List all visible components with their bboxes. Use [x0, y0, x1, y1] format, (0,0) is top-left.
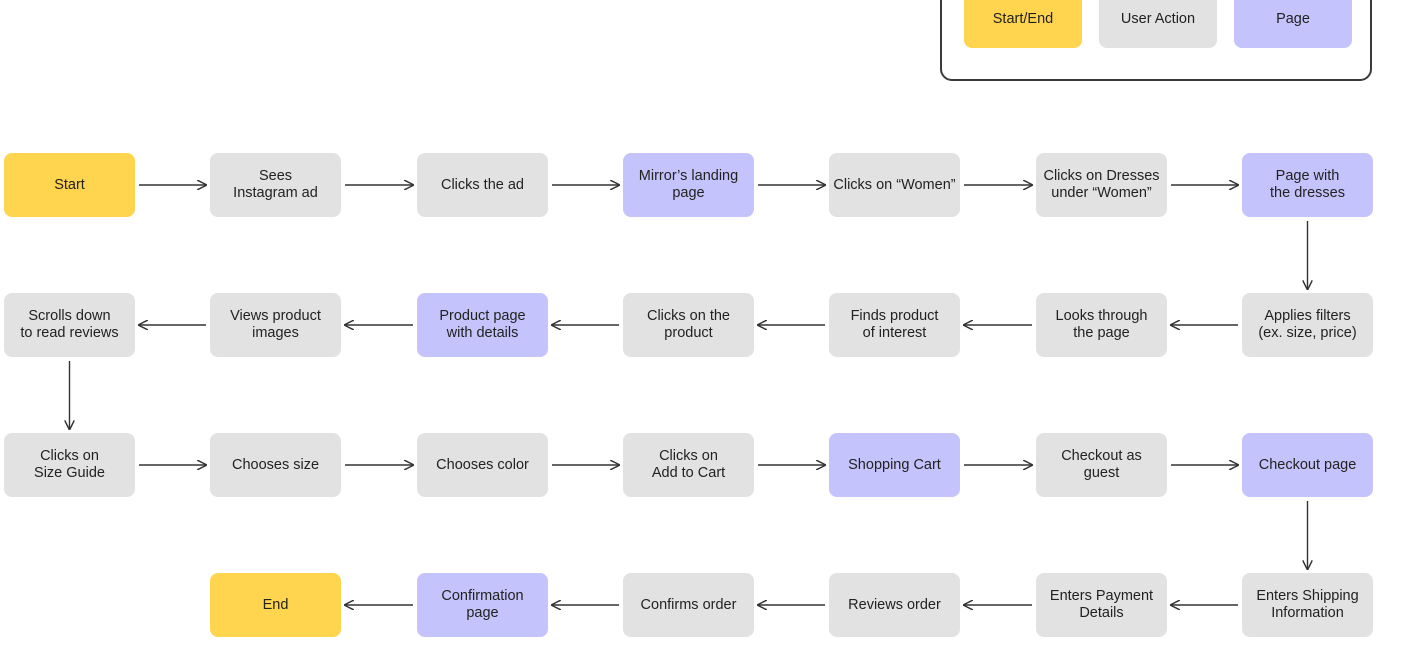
legend-page: Page [1234, 0, 1352, 48]
node-sees-instagram-ad: Sees Instagram ad [210, 153, 341, 217]
node-applies-filters-ex-size-price: Applies filters (ex. size, price) [1242, 293, 1373, 357]
node-start: Start [4, 153, 135, 217]
legend: Start/End User Action Page [940, 0, 1372, 81]
node-clicks-on-add-to-cart: Clicks on Add to Cart [623, 433, 754, 497]
node-chooses-size: Chooses size [210, 433, 341, 497]
node-enters-payment-details: Enters Payment Details [1036, 573, 1167, 637]
node-product-page-with-details: Product page with details [417, 293, 548, 357]
node-reviews-order: Reviews order [829, 573, 960, 637]
node-finds-product-of-interest: Finds product of interest [829, 293, 960, 357]
node-looks-through-the-page: Looks through the page [1036, 293, 1167, 357]
node-scrolls-down-to-read-reviews: Scrolls down to read reviews [4, 293, 135, 357]
node-page-with-the-dresses: Page with the dresses [1242, 153, 1373, 217]
node-clicks-on-dresses-under-women: Clicks on Dresses under “Women” [1036, 153, 1167, 217]
node-shopping-cart: Shopping Cart [829, 433, 960, 497]
node-clicks-the-ad: Clicks the ad [417, 153, 548, 217]
node-chooses-color: Chooses color [417, 433, 548, 497]
node-end: End [210, 573, 341, 637]
node-confirmation-page: Confirmation page [417, 573, 548, 637]
node-clicks-on-the-product: Clicks on the product [623, 293, 754, 357]
node-mirror-s-landing-page: Mirror’s landing page [623, 153, 754, 217]
node-enters-shipping-information: Enters Shipping Information [1242, 573, 1373, 637]
legend-user-action-label: User Action [1120, 11, 1196, 27]
node-views-product-images: Views product images [210, 293, 341, 357]
legend-start-end-label: Start/End [992, 11, 1054, 27]
legend-user-action: User Action [1099, 0, 1217, 48]
legend-page-label: Page [1276, 11, 1310, 27]
node-confirms-order: Confirms order [623, 573, 754, 637]
legend-start-end: Start/End [964, 0, 1082, 48]
node-clicks-on-size-guide: Clicks on Size Guide [4, 433, 135, 497]
node-clicks-on-women: Clicks on “Women” [829, 153, 960, 217]
node-checkout-as-guest: Checkout as guest [1036, 433, 1167, 497]
node-checkout-page: Checkout page [1242, 433, 1373, 497]
